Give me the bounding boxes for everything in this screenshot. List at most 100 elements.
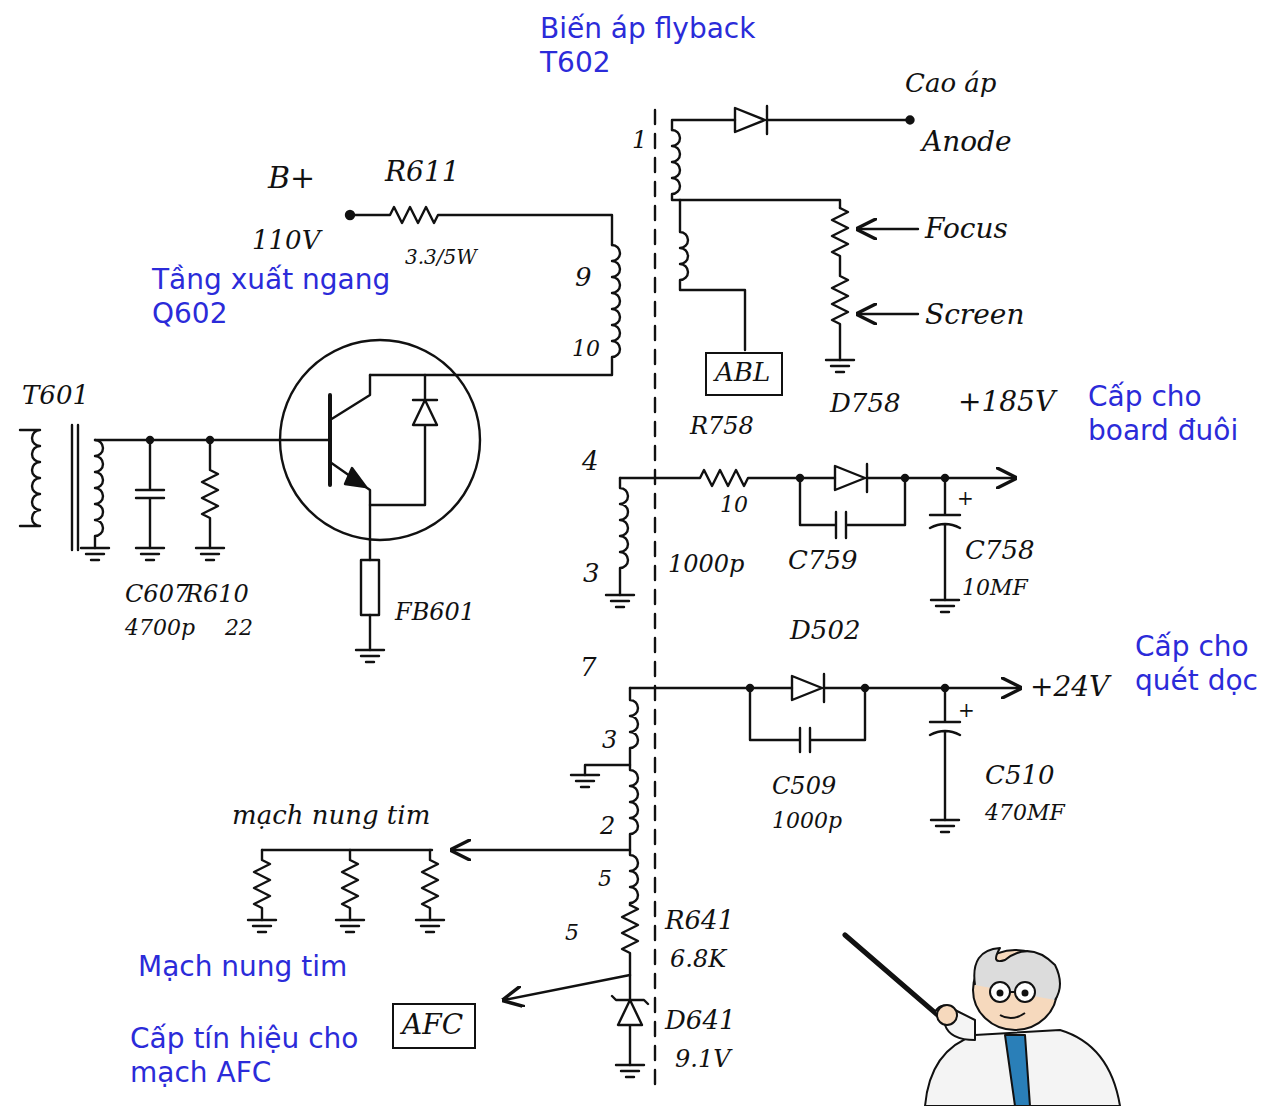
part-name: D641 (665, 1005, 735, 1036)
junction-dot (902, 475, 908, 481)
terminal-label: Cao áp (905, 68, 996, 99)
part-name: R641 (665, 905, 734, 936)
pin-number: 5 (598, 866, 612, 892)
pot-label: Screen (925, 298, 1024, 332)
focus-pot (832, 208, 848, 360)
driver-primary (20, 430, 40, 526)
voltage-value: 110V (252, 225, 320, 256)
pin-number: 2 (600, 812, 615, 841)
part-value: 10MF (962, 575, 1028, 601)
flyback-core (654, 110, 656, 1090)
resistor-symbol (620, 470, 835, 486)
wire (369, 615, 371, 650)
wire (585, 765, 630, 775)
ground (571, 775, 599, 787)
heater-resistor (422, 850, 438, 920)
heater-arrow (452, 849, 630, 851)
wire (630, 687, 792, 689)
signal-box: AFC (392, 1003, 476, 1049)
ground (196, 548, 224, 560)
zener-diode (612, 996, 648, 1065)
driver-core (72, 425, 78, 550)
part-value: 4700p (125, 615, 195, 641)
component-title: Biến áp flyback T602 (540, 12, 770, 79)
ferrite-bead (361, 560, 379, 615)
ground (248, 920, 276, 932)
transistor-emitter (330, 462, 370, 560)
ground (136, 548, 164, 560)
electrolytic-capacitor (930, 688, 960, 820)
part-name: R610 (185, 580, 249, 609)
part-name: T601 (22, 380, 89, 411)
lower-winding (630, 688, 638, 905)
emitter-arrow (345, 468, 366, 487)
resistor-symbol (202, 440, 218, 548)
pin-number: 4 (582, 446, 599, 477)
junction-dot (747, 685, 753, 691)
diode-symbol (835, 464, 867, 492)
output-note: Cấp cho quét dọc (1135, 630, 1269, 697)
part-value: 1000p (772, 808, 842, 834)
damper-diode (370, 375, 437, 505)
pot-label: Focus (925, 212, 1008, 246)
resistor-symbol (622, 905, 638, 1000)
part-name: D502 (790, 615, 860, 646)
circuit-note: Mạch nung tim (138, 950, 347, 984)
part-value: 9.1V (675, 1045, 731, 1074)
junction-dot (797, 475, 803, 481)
pin-number: 7 (580, 652, 597, 683)
part-value: 22 (225, 615, 253, 641)
ground (81, 548, 109, 560)
professor-cartoon (845, 935, 1120, 1106)
terminal-label: Anode (922, 125, 1012, 159)
wire (672, 120, 735, 130)
part-name: D758 (830, 388, 900, 419)
pin-number: 3 (583, 558, 600, 589)
part-name: FB601 (395, 598, 475, 627)
pin-number: 9 (575, 262, 592, 293)
part-value: 6.8K (670, 945, 726, 974)
pin-number: 10 (572, 336, 600, 362)
transistor-collector (330, 375, 370, 420)
ground (606, 595, 634, 607)
capacitor-symbol (750, 688, 865, 752)
leader-arrow (858, 313, 918, 315)
junction-dot (862, 685, 868, 691)
part-name: C758 (965, 535, 1035, 566)
resistor-symbol (354, 207, 612, 245)
ground (931, 820, 959, 832)
heater-bus (262, 849, 432, 851)
stage-title: Tầng xuất ngang Q602 (152, 263, 402, 330)
part-name: C509 (772, 772, 836, 801)
anode-terminal (907, 117, 914, 124)
part-value: 10 (720, 492, 748, 518)
capacitor-symbol (800, 478, 905, 538)
part-name: R758 (690, 412, 754, 441)
leader-arrow (858, 228, 918, 230)
ground (616, 1065, 644, 1077)
part-name: C759 (788, 545, 858, 576)
part-name: C510 (985, 760, 1055, 791)
hv-winding (672, 130, 840, 208)
circuit-note: Cấp tín hiệu cho mạch AFC (130, 1022, 380, 1089)
voltage-value: +24V (1030, 670, 1109, 704)
driver-secondary (95, 440, 103, 548)
ground (416, 920, 444, 932)
hv-diode (735, 106, 906, 134)
polarity-mark: + (957, 486, 974, 510)
part-value: 3.3/5W (405, 245, 477, 269)
box-label: ABL (715, 357, 770, 388)
output-arrow (824, 687, 1020, 689)
pin-number: 1 (632, 126, 647, 155)
capacitor-symbol (136, 440, 164, 548)
primary-winding (370, 245, 620, 375)
winding-185v (620, 478, 628, 595)
heater-resistor (342, 850, 358, 920)
circuit-note: mạch nung tim (232, 800, 430, 831)
ground (356, 650, 384, 662)
pin-number: 3 (602, 726, 617, 755)
part-name: C607 (125, 580, 189, 609)
box-label: AFC (402, 1008, 463, 1042)
pin-number: 5 (565, 920, 579, 946)
part-value: 1000p (668, 550, 744, 579)
